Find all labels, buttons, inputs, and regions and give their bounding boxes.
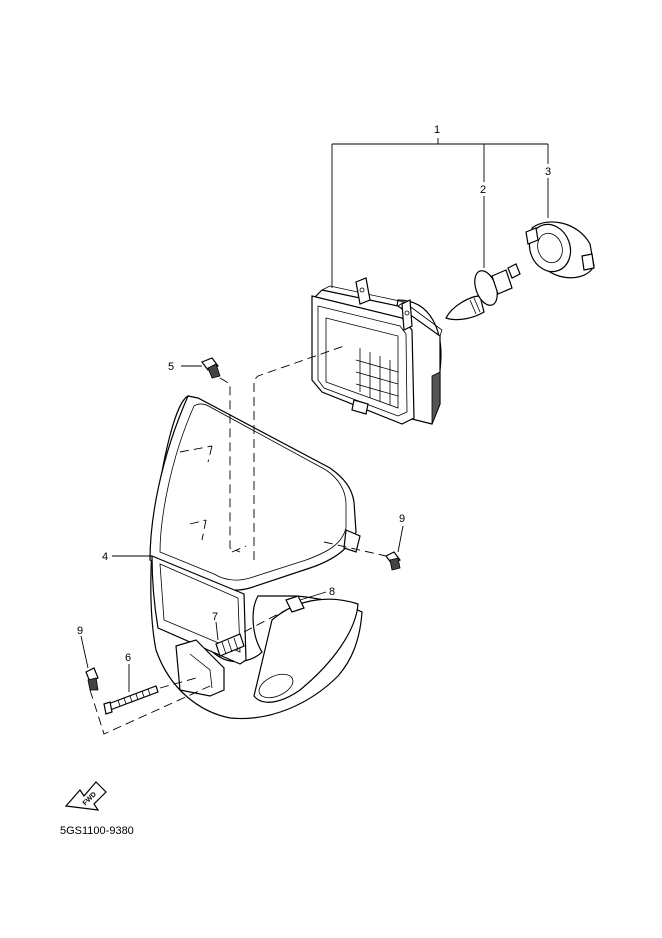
callout-3: 3 — [545, 166, 551, 178]
fwd-arrow-icon: FWD — [64, 781, 107, 811]
callout-1: 1 — [434, 124, 440, 136]
headlight-unit — [311, 277, 443, 425]
callout-8: 8 — [329, 586, 335, 598]
bulb-socket-cover — [525, 221, 595, 279]
callout-9-right: 9 — [399, 513, 405, 525]
callout-9-left: 9 — [77, 625, 83, 637]
headlight-cowl — [149, 394, 363, 720]
callout-4: 4 — [102, 551, 108, 563]
callout-labels: 1 2 3 4 5 6 7 8 9 9 — [77, 124, 551, 664]
spring-7 — [215, 621, 245, 657]
screw-5 — [181, 357, 221, 379]
headlight-bulb — [445, 263, 521, 321]
callout-1-bracket — [331, 138, 549, 288]
callout-2: 2 — [480, 184, 486, 196]
bolt-6 — [103, 664, 159, 715]
diagram-code: 5GS1100-9380 — [60, 825, 134, 837]
screw-9-left — [80, 635, 99, 691]
callout-5: 5 — [168, 361, 174, 373]
clip-nut-8 — [285, 591, 327, 613]
callout-6: 6 — [125, 652, 131, 664]
assembly-lines — [89, 345, 387, 735]
callout-7: 7 — [212, 611, 218, 623]
screw-9-right — [385, 525, 404, 571]
